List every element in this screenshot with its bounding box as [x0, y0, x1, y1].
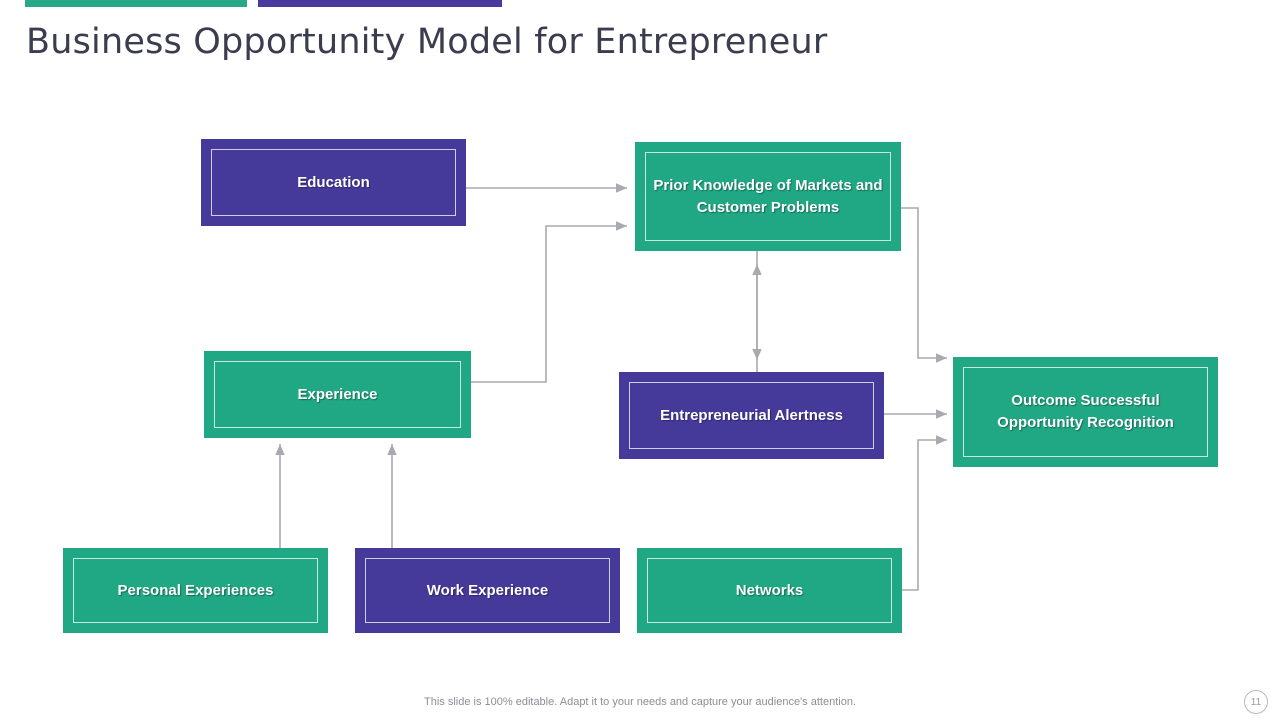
node-work-experience[interactable]: Work Experience — [355, 548, 620, 633]
node-networks-inner: Networks — [647, 558, 892, 623]
node-outcome[interactable]: Outcome Successful Opportunity Recogniti… — [953, 357, 1218, 467]
node-personal-experiences[interactable]: Personal Experiences — [63, 548, 328, 633]
node-networks[interactable]: Networks — [637, 548, 902, 633]
node-work-experience-inner: Work Experience — [365, 558, 610, 623]
node-experience[interactable]: Experience — [204, 351, 471, 438]
node-prior-knowledge-label: Prior Knowledge of Markets and Customer … — [653, 176, 883, 216]
connector-prior-knowledge-to-outcome — [901, 207, 947, 363]
node-entrepreneurial-alertness[interactable]: Entrepreneurial Alertness — [619, 372, 884, 459]
top-accent-bar — [0, 0, 1280, 7]
page-number: 11 — [1244, 690, 1268, 714]
node-personal-experiences-inner: Personal Experiences — [73, 558, 318, 623]
page-title: Business Opportunity Model for Entrepren… — [26, 22, 828, 62]
node-prior-knowledge[interactable]: Prior Knowledge of Markets and Customer … — [635, 142, 901, 251]
node-education-inner: Education — [211, 149, 456, 216]
connector-experience-to-prior-knowledge — [471, 221, 627, 383]
node-entrepreneurial-alertness-label: Entrepreneurial Alertness — [660, 406, 843, 424]
node-personal-experiences-label: Personal Experiences — [117, 581, 274, 599]
node-entrepreneurial-alertness-inner: Entrepreneurial Alertness — [629, 382, 874, 449]
footer-note: This slide is 100% editable. Adapt it to… — [424, 696, 856, 708]
node-experience-inner: Experience — [214, 361, 461, 428]
node-outcome-inner: Outcome Successful Opportunity Recogniti… — [963, 367, 1208, 457]
connector-networks-to-outcome — [902, 435, 947, 591]
node-outcome-label: Outcome Successful Opportunity Recogniti… — [997, 392, 1174, 431]
node-education-label: Education — [297, 173, 370, 191]
node-education[interactable]: Education — [201, 139, 466, 226]
node-networks-label: Networks — [735, 581, 804, 599]
node-prior-knowledge-inner: Prior Knowledge of Markets and Customer … — [645, 152, 891, 241]
node-experience-label: Experience — [297, 385, 378, 403]
node-work-experience-label: Work Experience — [426, 581, 549, 599]
accent-bar-teal — [25, 0, 247, 7]
accent-bar-purple — [258, 0, 502, 7]
